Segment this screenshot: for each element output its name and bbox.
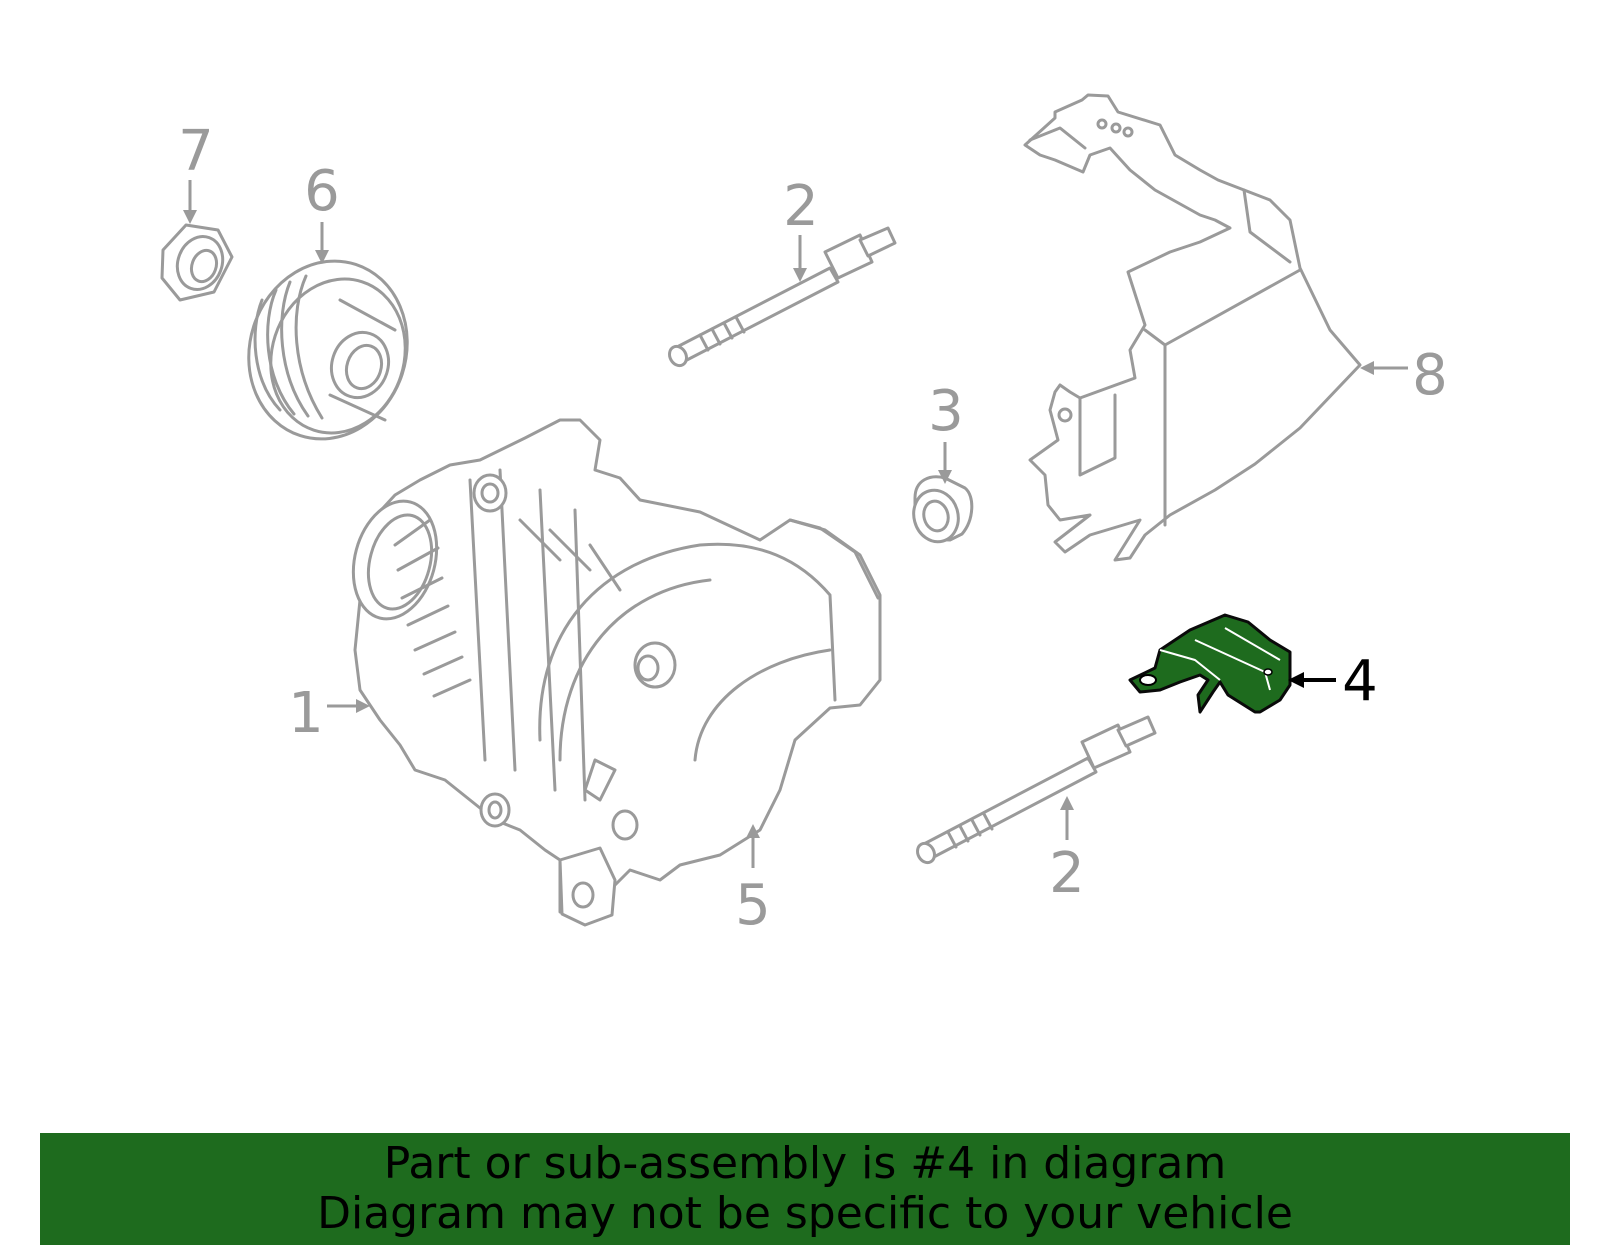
- bolt-lower-part: [916, 715, 1157, 865]
- banner-line-part-number: Part or sub-assembly is #4 in diagram: [383, 1138, 1227, 1189]
- spacer-part: [912, 475, 974, 544]
- nut-part: [160, 223, 234, 302]
- callout-2-lower: 2: [1049, 841, 1085, 906]
- bracket-part-highlighted: [1128, 613, 1292, 714]
- callout-7: 7: [178, 119, 214, 184]
- callout-5: 5: [735, 873, 771, 938]
- callout-4-highlighted: 4: [1342, 649, 1378, 714]
- bolt-upper-part: [668, 226, 897, 368]
- callout-2-upper: 2: [783, 174, 819, 239]
- callout-3: 3: [928, 379, 964, 444]
- banner-line-disclaimer: Diagram may not be specific to your vehi…: [317, 1188, 1293, 1239]
- callout-8: 8: [1412, 343, 1448, 408]
- heat-shield-part: [1023, 93, 1362, 562]
- callout-6: 6: [304, 159, 340, 224]
- callout-1: 1: [288, 681, 324, 746]
- alternator-part: [351, 418, 882, 927]
- pulley-part: [247, 259, 409, 441]
- leader-lines: [183, 180, 1408, 868]
- info-banner: Part or sub-assembly is #4 in diagram Di…: [40, 1133, 1570, 1245]
